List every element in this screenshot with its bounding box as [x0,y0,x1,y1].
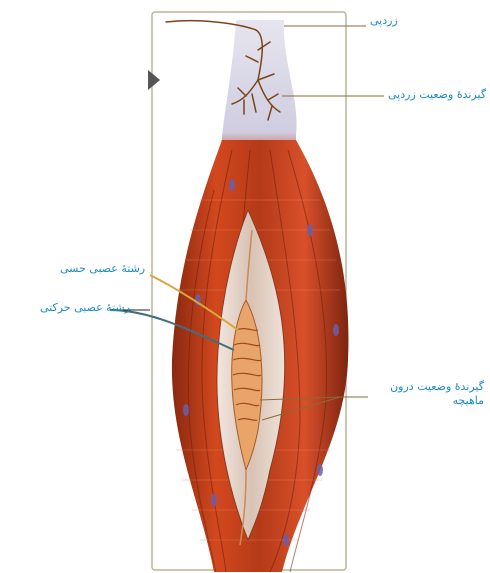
label-tendon-receptor: گیرندهٔ وضعیت زردپی [388,88,486,102]
label-tendon: زردپی [370,14,398,28]
tendon [220,20,297,160]
label-motor-fiber: رشتهٔ عصبی حرکتی [40,301,130,315]
label-sensory-fiber: رشتهٔ عصبی حسی [60,262,145,276]
label-muscle-receptor: گیرندهٔ وضعیت درون ماهیچه [372,380,484,408]
marker-arrow [148,70,160,90]
